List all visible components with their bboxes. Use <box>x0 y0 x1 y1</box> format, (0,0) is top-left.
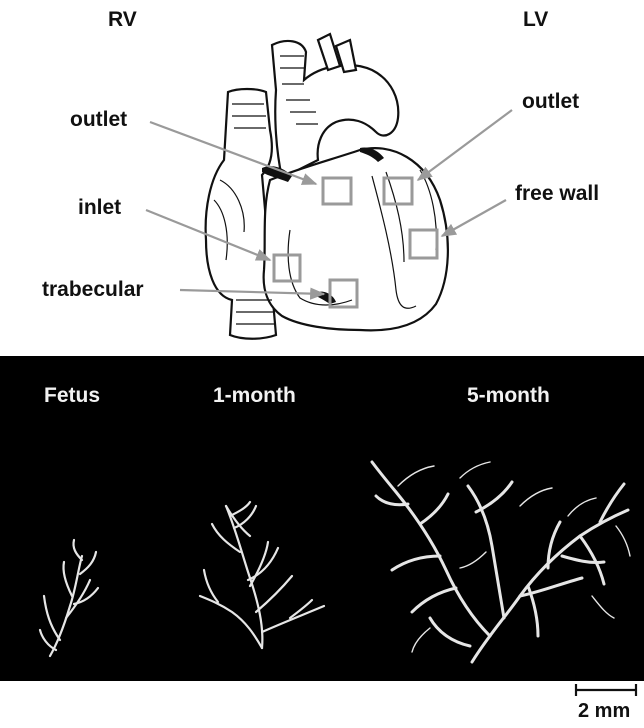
five-month-tree <box>372 462 628 662</box>
scale-bar-label: 2 mm <box>578 700 630 723</box>
label-lv-outlet: outlet <box>522 90 579 114</box>
arrow-lv-free-wall <box>442 200 506 236</box>
one-month-tree <box>200 502 324 648</box>
label-rv-trabecular: trabecular <box>42 278 144 302</box>
fetus-tree <box>40 540 98 656</box>
label-rv-outlet: outlet <box>70 108 127 132</box>
arrow-lv-outlet <box>418 110 512 180</box>
heart-diagram-region: RV LV <box>0 0 644 350</box>
label-lv-free-wall: free wall <box>515 182 599 206</box>
label-rv-inlet: inlet <box>78 196 121 220</box>
vessel-trees <box>0 356 644 681</box>
vascular-trees-panel: Fetus 1-month 5-month <box>0 356 644 681</box>
